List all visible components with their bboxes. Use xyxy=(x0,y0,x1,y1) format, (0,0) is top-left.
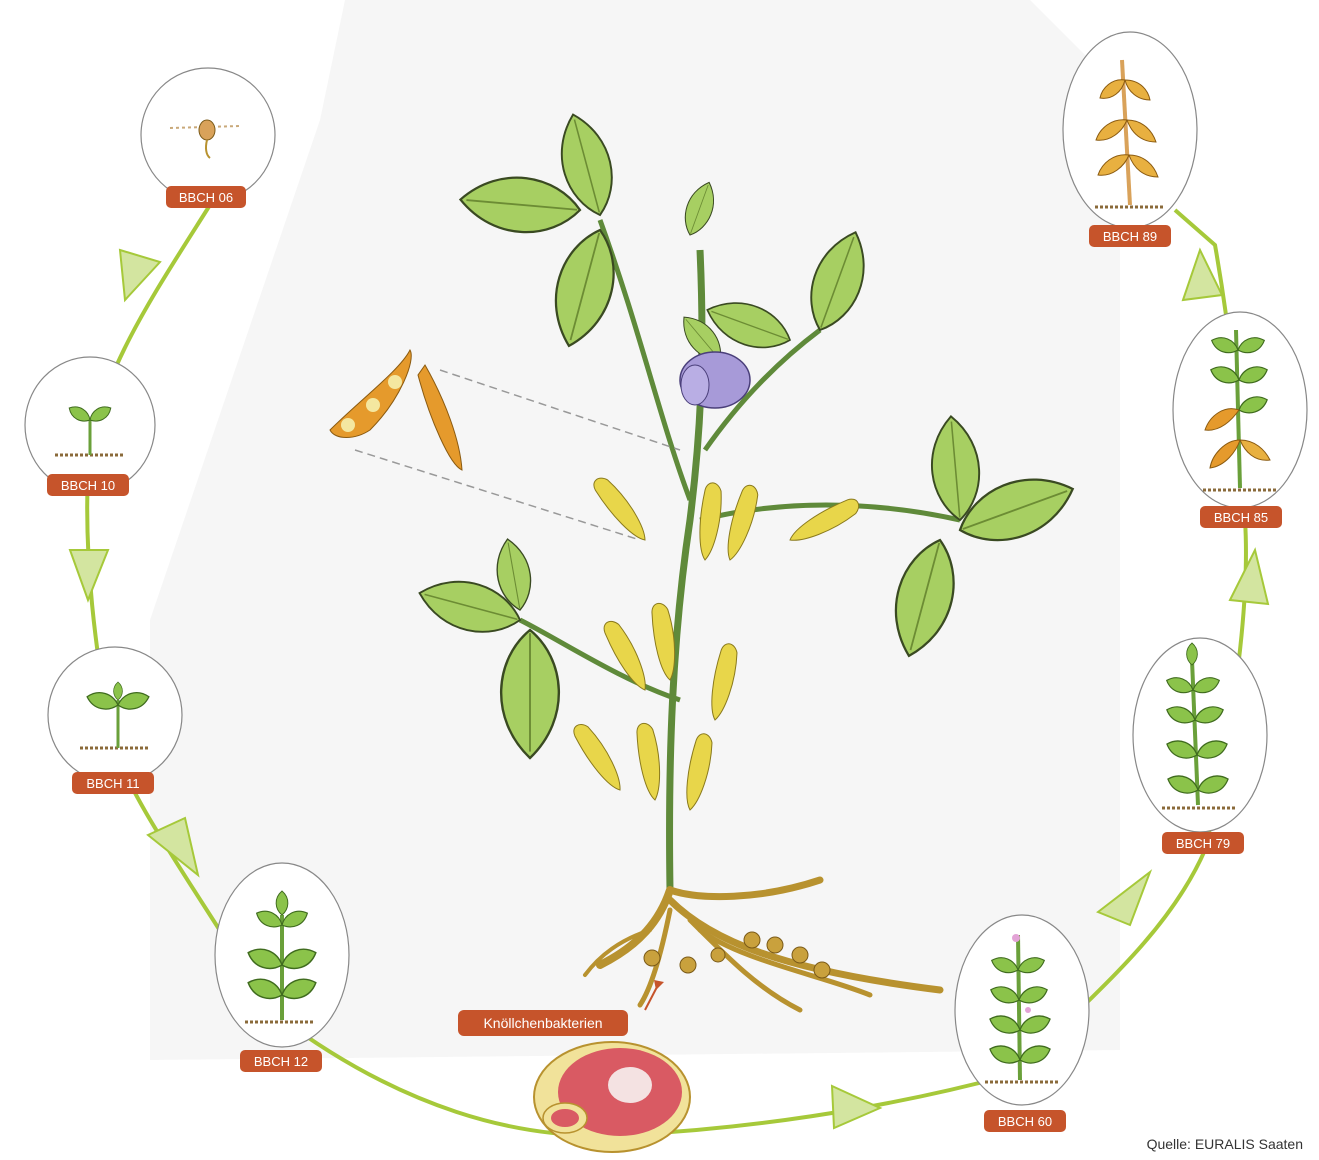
stage-label: BBCH 60 xyxy=(998,1114,1052,1129)
nodule-label: Knöllchenbakterien xyxy=(483,1015,602,1031)
stage-label: BBCH 89 xyxy=(1103,229,1157,244)
stage-bbch-06: BBCH 06 xyxy=(141,68,275,208)
stage-bbch-79: BBCH 79 xyxy=(1133,638,1267,854)
stage-label: BBCH 10 xyxy=(61,478,115,493)
stage-label: BBCH 11 xyxy=(86,776,139,791)
stage-label: BBCH 85 xyxy=(1214,510,1268,525)
stage-label: BBCH 79 xyxy=(1176,836,1230,851)
arrow-icon xyxy=(70,550,108,600)
arrow-icon xyxy=(832,1086,880,1128)
arrow-icon xyxy=(1230,550,1268,604)
stage-label: BBCH 12 xyxy=(254,1054,308,1069)
germinating-seed-icon xyxy=(199,120,215,140)
stage-bbch-85: BBCH 85 xyxy=(1173,312,1307,528)
stage-label: BBCH 06 xyxy=(179,190,233,205)
stage-bbch-10: BBCH 10 xyxy=(25,357,155,496)
stage-bbch-60: BBCH 60 xyxy=(955,915,1089,1132)
nodule-cross-section-icon xyxy=(534,1042,690,1152)
flower xyxy=(680,352,750,408)
source-credit: Quelle: EURALIS Saaten xyxy=(1147,1136,1303,1152)
